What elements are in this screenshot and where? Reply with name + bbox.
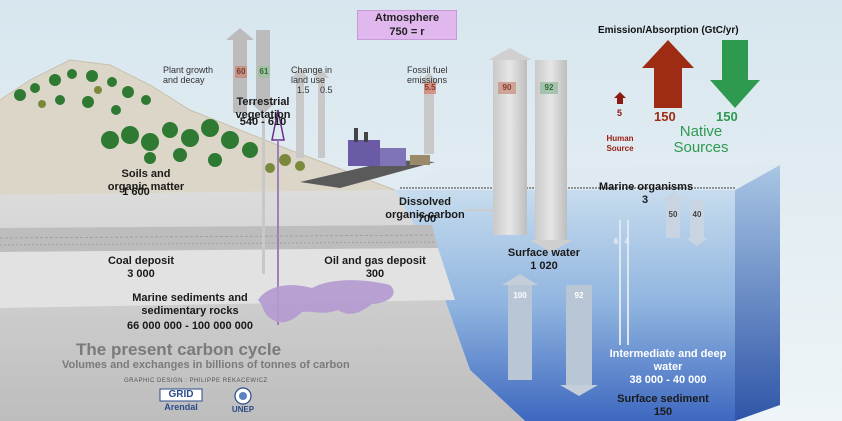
coal-deposit-value: 3 000: [127, 268, 155, 280]
marine-exchange-a-value: 50: [668, 210, 678, 219]
deep-water-label: Intermediate and deep water: [609, 348, 727, 373]
factory: [348, 128, 430, 166]
marine-exchange-b-value: 40: [692, 210, 702, 219]
coal-deposit-label: Coal deposit: [107, 255, 174, 267]
coal-layer: [0, 225, 438, 252]
grid-logo: GRID: [168, 389, 194, 400]
emission-value: 150: [654, 109, 676, 124]
surface-sediment-label: Surface sediment: [617, 393, 709, 405]
side-exchange-b-value: 4: [624, 237, 630, 246]
fossil-fuel-label: Fossil fuel emissions: [407, 65, 448, 85]
road: [300, 160, 435, 188]
oil-gas-label: Oil and gas deposit: [324, 255, 426, 267]
marine-organisms-label: Marine organisms: [598, 181, 694, 193]
legend-arrows: [614, 40, 760, 108]
marine-sediments-label: Marine sediments and sedimentary rocks: [132, 292, 248, 317]
emission-arrow: [642, 40, 694, 108]
oil-gas-deposit: [258, 280, 394, 323]
land-use-value-b: 0.5: [320, 85, 333, 95]
land-use-label: Change in land use: [291, 65, 333, 85]
native-sources-label: Native Sources: [673, 123, 729, 156]
oil-gas-value: 300: [365, 268, 385, 280]
forest: [14, 69, 258, 167]
absorption-value: 150: [716, 109, 738, 124]
deep-exchange-a-value: 100: [513, 291, 527, 300]
plant-growth-label: Plant growth and decay: [163, 65, 214, 85]
grid-logo-subtitle: Arendal: [164, 402, 198, 412]
ocean-exchange-a-value: 90: [502, 83, 512, 92]
emission-absorption-title: Emission/Absorption (GtC/yr): [598, 25, 739, 36]
terrestrial-vegetation-label: Terrestrial vegetation: [235, 96, 291, 121]
deep-water-value: 38 000 - 40 000: [629, 374, 707, 386]
marine-sediments-value: 66 000 000 - 100 000 000: [126, 320, 253, 332]
marine-organisms-value: 3: [641, 194, 649, 206]
diagram-subtitle: Volumes and exchanges in billions of ton…: [62, 359, 350, 371]
atmosphere-box: Atmosphere 750 = r: [357, 10, 457, 40]
graphic-credit: GRAPHIC DESIGN : PHILIPPE REKACEWICZ: [124, 378, 268, 384]
surface-water-label: Surface water: [507, 247, 581, 259]
ocean-side: [735, 165, 780, 421]
land-use-value-a: 1.5: [297, 85, 310, 95]
ocean-surface: [395, 165, 780, 190]
soils-label: Soils and organic matter: [107, 168, 185, 193]
dissolved-organic-carbon-value: 700: [417, 213, 437, 225]
deep-exchange-b-value: 92: [574, 291, 584, 300]
side-exchange-a-value: 6: [613, 237, 619, 246]
plant-growth-in-value: 60: [236, 67, 246, 76]
ocean-body: [395, 190, 735, 421]
fossil-fuel-value: 5.5: [424, 83, 436, 92]
ocean-exchange-b-value: 92: [544, 83, 554, 92]
surface-water-value: 1 020: [530, 260, 558, 272]
plant-growth-out-value: 61: [259, 67, 269, 76]
dissolved-organic-carbon-label: Dissolved organic carbon: [385, 196, 465, 221]
terrestrial-vegetation-value: 540 - 610: [239, 116, 287, 128]
human-source-arrow: [614, 92, 626, 104]
diagram-title: The present carbon cycle: [76, 340, 282, 359]
absorption-arrow: [710, 40, 760, 108]
human-source-label: Human Source: [606, 134, 634, 153]
atmosphere-label: Atmosphere: [374, 12, 440, 24]
surface-sediment-value: 150: [653, 406, 673, 418]
unep-logo: UNEP: [231, 405, 255, 414]
soils-value: 1 600: [122, 186, 150, 198]
atmosphere-value: 750 = r: [389, 26, 425, 38]
human-source-value: 5: [617, 108, 623, 118]
